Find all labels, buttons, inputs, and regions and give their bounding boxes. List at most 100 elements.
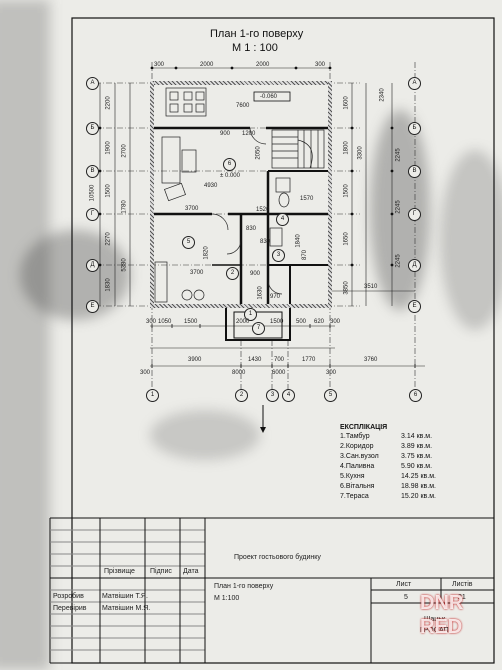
dimension-label: 700 xyxy=(274,357,285,363)
room-name: 3.Сан.вузол xyxy=(340,453,379,460)
dimension-label: 1430 xyxy=(248,357,262,363)
room-area: 18.98 кв.м. xyxy=(401,483,436,490)
dimension-label: 1900 xyxy=(105,141,112,155)
axis-marker: 4 xyxy=(282,389,295,402)
dimension-label: 3300 xyxy=(357,146,364,160)
dimension-label: 1500 xyxy=(105,184,112,198)
axis-marker: Е xyxy=(408,300,421,313)
dimension-label: 10500 xyxy=(89,184,96,202)
scan-shadow xyxy=(440,150,502,330)
dimension-label: 1500 xyxy=(184,319,198,325)
axis-marker: 6 xyxy=(409,389,422,402)
level-mark: ± 0.000 xyxy=(220,173,240,179)
organization: Шацьк xyxy=(424,616,446,623)
dimension-label: 500 xyxy=(296,319,307,325)
sheet-scale: М 1:100 xyxy=(214,595,240,602)
axis-marker: Б xyxy=(86,122,99,135)
dimension-label: 2000 xyxy=(236,319,250,325)
dimension-label: 4930 xyxy=(204,183,218,189)
dimension-label: 2245 xyxy=(395,148,402,162)
dimension-label: 3700 xyxy=(190,270,204,276)
scan-shadow xyxy=(150,410,260,460)
axis-marker: 1 xyxy=(146,389,159,402)
dimension-label: 1200 xyxy=(242,131,256,137)
axis-marker: Е xyxy=(86,300,99,313)
stamp-role: Розробив xyxy=(53,593,84,600)
dimension-label: 900 xyxy=(220,131,231,137)
axis-marker: Д xyxy=(86,259,99,272)
dimension-label: 7600 xyxy=(236,103,250,109)
dimension-label: 830 xyxy=(246,226,257,232)
dimension-label: 1770 xyxy=(302,357,316,363)
dimension-label: 1820 xyxy=(203,246,210,260)
dimension-label: 2000 xyxy=(200,62,214,68)
dimension-label: 1520 xyxy=(256,207,270,213)
axis-marker: 2 xyxy=(235,389,248,402)
axis-marker: В xyxy=(86,165,99,178)
dimension-label: 2050 xyxy=(255,146,262,160)
sheet-title: План 1-го поверху xyxy=(214,583,274,590)
stamp-person: Матвішин М.Я. xyxy=(102,605,151,612)
room-number: 4 xyxy=(276,213,289,226)
dimension-label: 2700 xyxy=(121,144,128,158)
dimension-label: 2245 xyxy=(395,254,402,268)
room-number: 1 xyxy=(244,308,257,321)
room-area: 15.20 кв.м. xyxy=(401,493,436,500)
dimension-label: 3850 xyxy=(343,281,350,295)
stamp-col-signature: Підпис xyxy=(150,568,172,575)
room-number: 7 xyxy=(252,322,265,335)
level-mark: -0.060 xyxy=(260,94,278,100)
room-number: 2 xyxy=(226,267,239,280)
axis-marker: Б xyxy=(408,122,421,135)
dimension-label: 1780 xyxy=(121,200,128,214)
axis-marker: 5 xyxy=(324,389,337,402)
room-number: 6 xyxy=(223,158,236,171)
axis-marker: А xyxy=(408,77,421,90)
dimension-label: 2340 xyxy=(379,88,386,102)
scan-shadow xyxy=(0,0,50,670)
dimension-label: 1830 xyxy=(105,278,112,292)
dimension-label: 3510 xyxy=(364,284,378,290)
stamp-person: Матвішин Т.Я. xyxy=(102,593,148,600)
dimension-label: 830 xyxy=(260,239,271,245)
dimension-label: 300 xyxy=(154,62,165,68)
dimension-label: 1050 xyxy=(158,319,172,325)
room-area: 3.14 кв.м. xyxy=(401,433,433,440)
explication-heading: ЕКСПЛІКАЦІЯ xyxy=(340,424,388,431)
wall-hatch xyxy=(150,81,154,308)
axis-marker: А xyxy=(86,77,99,90)
dimension-label: 1630 xyxy=(257,286,264,300)
dimension-label: 5380 xyxy=(121,258,128,272)
dimension-label: 3760 xyxy=(364,357,378,363)
plan-title: План 1-го поверху xyxy=(210,28,304,40)
stamp-role: Перевірив xyxy=(53,605,87,612)
dimension-label: 1500 xyxy=(343,184,350,198)
room-name: 2.Коридор xyxy=(340,443,374,450)
room-area: 5.90 кв.м. xyxy=(401,463,433,470)
project-name: Проект гостьового будинку xyxy=(234,554,321,561)
wall-hatch xyxy=(150,81,332,85)
dimension-label: 2200 xyxy=(105,96,112,110)
dimension-label: 6000 xyxy=(272,370,286,376)
room-name: 7.Тераса xyxy=(340,493,369,500)
plan-scale: М 1 : 100 xyxy=(232,42,278,54)
axis-marker: В xyxy=(408,165,421,178)
axis-marker: Г xyxy=(408,208,421,221)
stamp-col-date: Дата xyxy=(183,568,199,575)
dimension-label: 3700 xyxy=(185,206,199,212)
dimension-label: 300 xyxy=(326,370,337,376)
dimension-label: 3900 xyxy=(188,357,202,363)
section-arrow xyxy=(260,405,266,433)
room-name: 4.Паливна xyxy=(340,463,375,470)
sheets-total: 21 xyxy=(458,594,466,601)
wall-hatch xyxy=(328,81,332,308)
sheet-number: 5 xyxy=(404,594,408,601)
room-area: 3.89 кв.м. xyxy=(401,443,433,450)
dimension-label: 300 xyxy=(315,62,326,68)
room-number: 3 xyxy=(272,249,285,262)
dimension-label: 1600 xyxy=(343,96,350,110)
scan-shadow xyxy=(370,110,430,310)
room-area: 14.25 кв.м. xyxy=(401,473,436,480)
dimension-label: 1570 xyxy=(300,196,314,202)
dimension-label: 300 xyxy=(146,319,157,325)
